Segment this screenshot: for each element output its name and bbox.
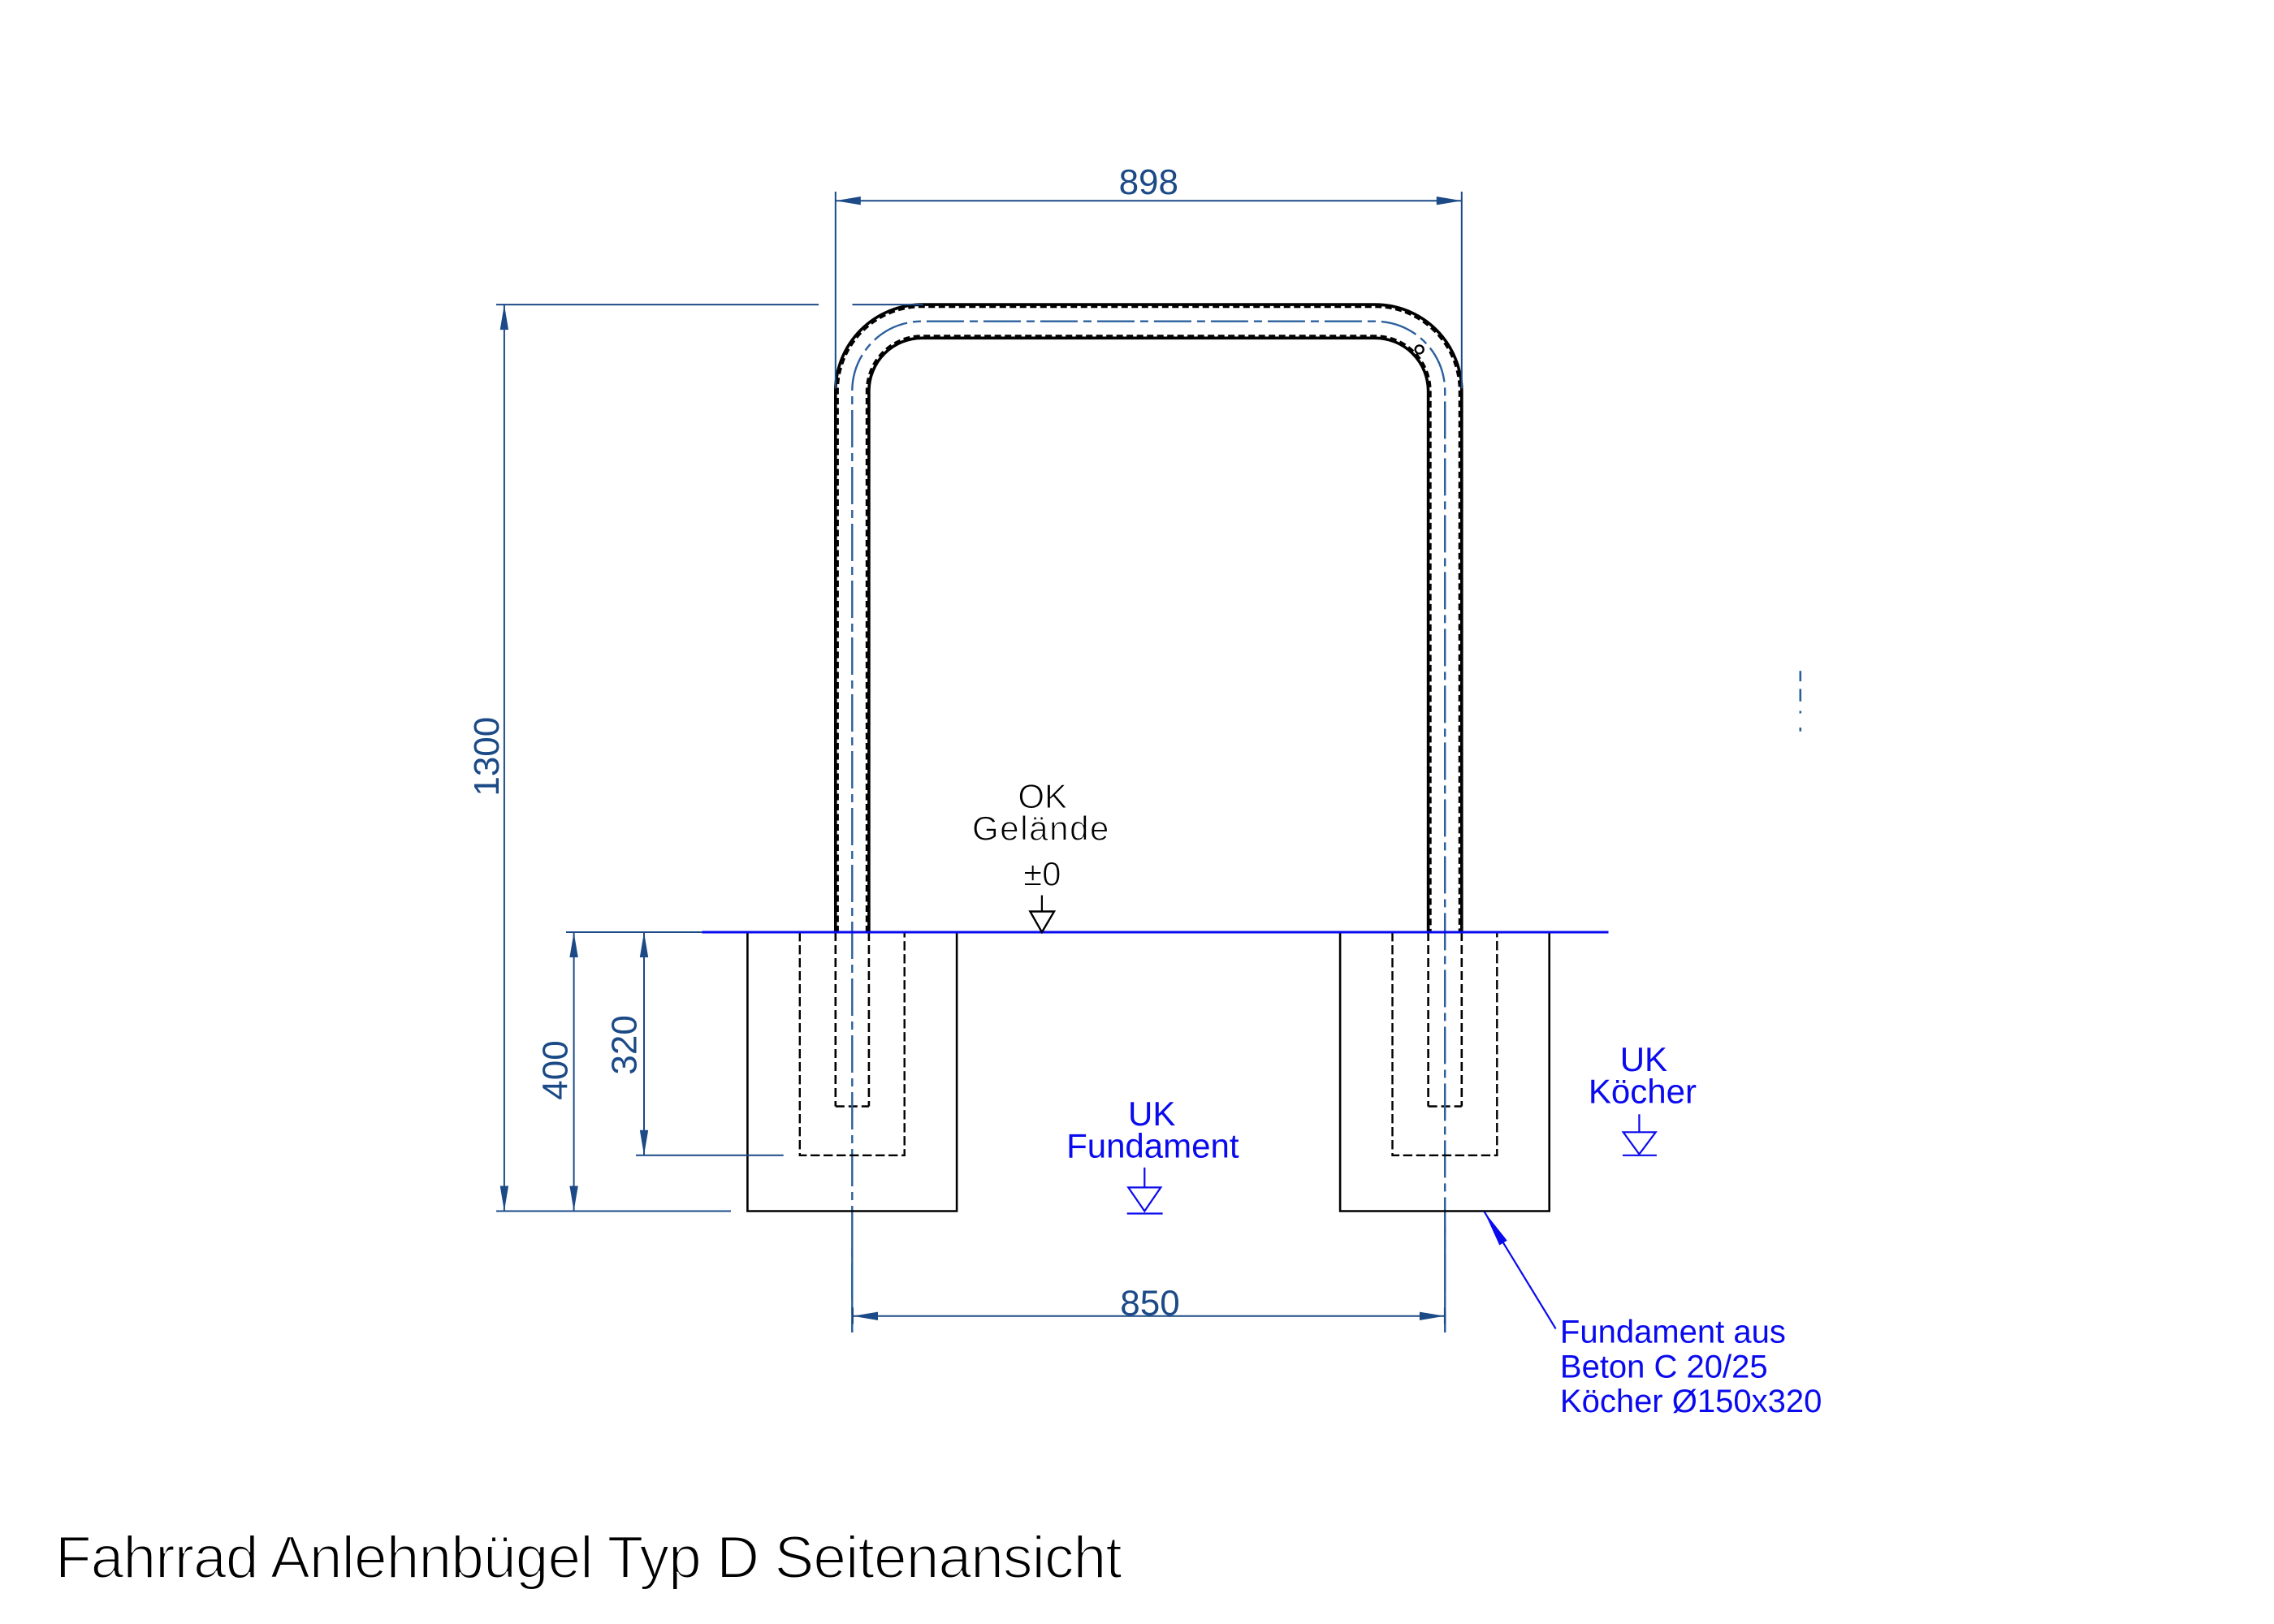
svg-text:400: 400: [536, 1040, 576, 1099]
svg-text:1300: 1300: [467, 717, 507, 797]
svg-text:Beton C 20/25: Beton C 20/25: [1560, 1349, 1768, 1384]
svg-text:Köcher Ø150x320: Köcher Ø150x320: [1560, 1384, 1822, 1419]
svg-text:Fundament: Fundament: [1066, 1127, 1239, 1165]
svg-text:850: 850: [1120, 1284, 1179, 1324]
svg-text:UK: UK: [1620, 1040, 1667, 1078]
svg-text:Fundament aus: Fundament aus: [1560, 1314, 1786, 1350]
svg-text:Fahrrad Anlehnbügel Typ D Seit: Fahrrad Anlehnbügel Typ D Seitenansicht: [55, 1525, 1122, 1591]
svg-text:±0: ±0: [1023, 855, 1061, 893]
svg-text:Köcher: Köcher: [1589, 1073, 1697, 1111]
svg-text:898: 898: [1119, 162, 1178, 202]
svg-text:Gelände: Gelände: [972, 809, 1110, 847]
svg-text:UK: UK: [1128, 1095, 1175, 1133]
svg-text:OK: OK: [1018, 777, 1067, 815]
svg-text:320: 320: [605, 1015, 645, 1074]
